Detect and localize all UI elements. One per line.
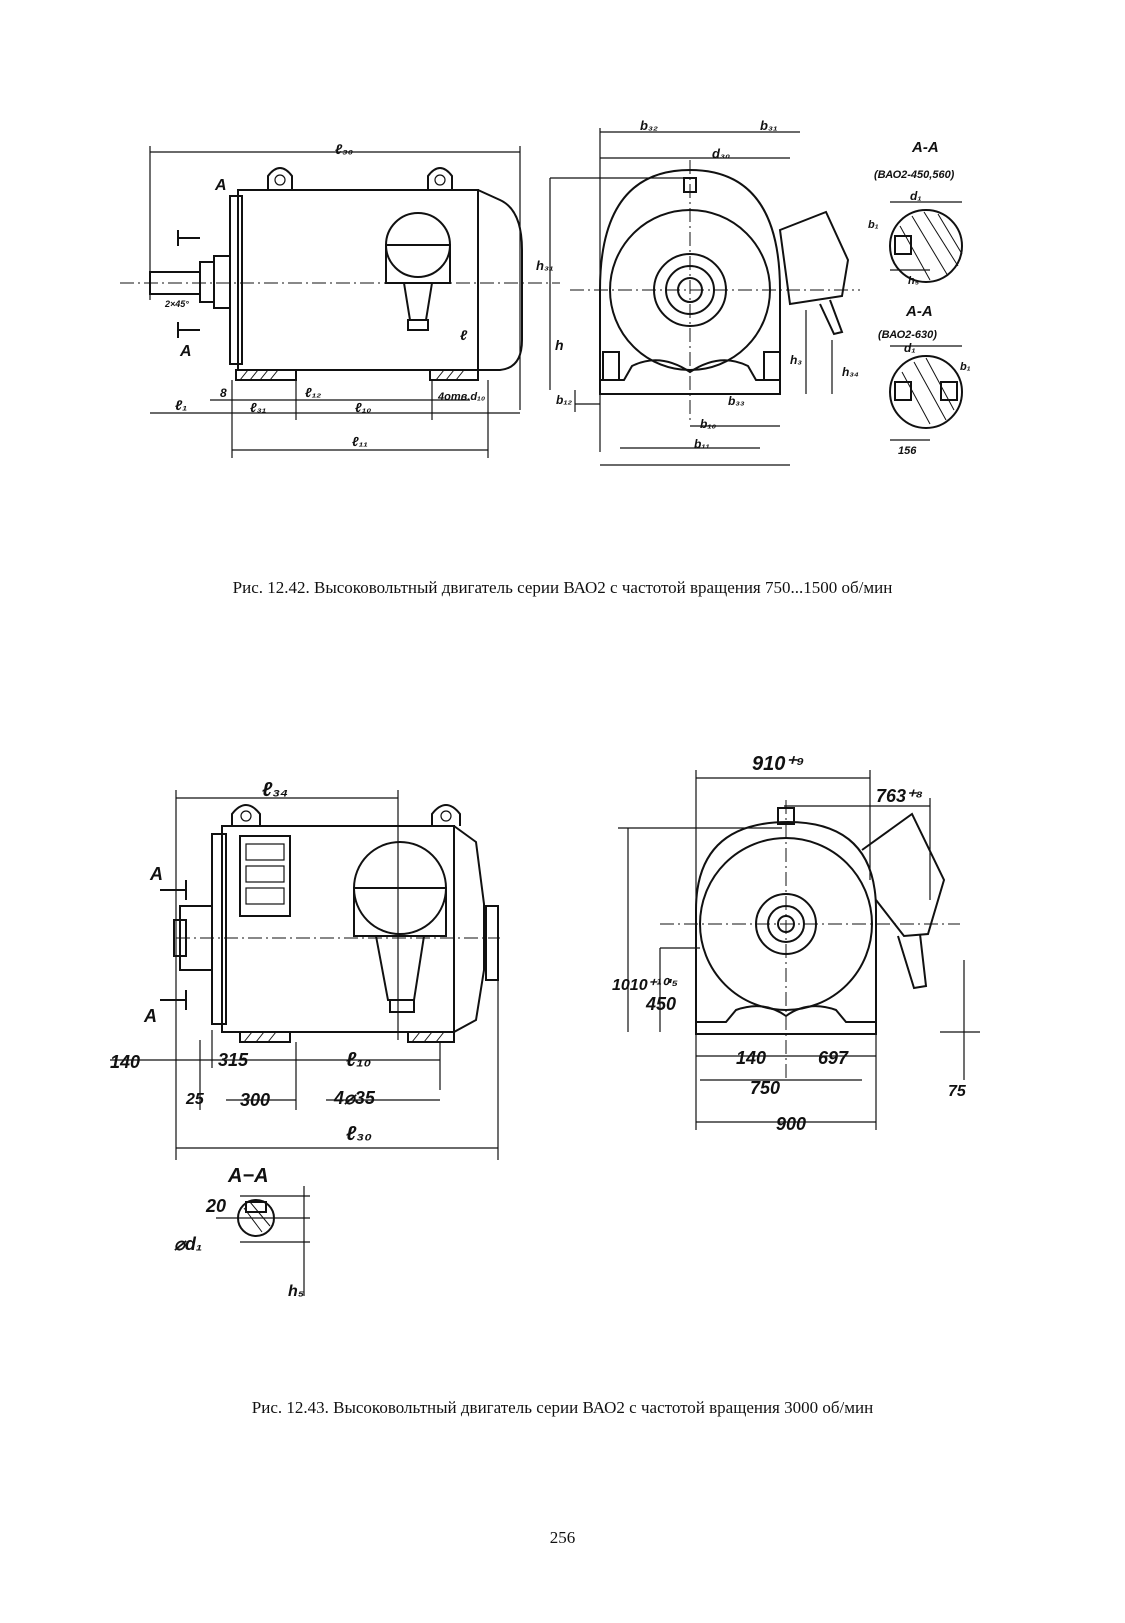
label-l11: ℓ₁₁ [352,434,368,449]
label-section-a2: А-А [905,303,933,320]
label-h5: h₅ [908,275,920,287]
figure-12-43-drawing: ℓ₃₄ А А 140 315 ℓ₁₀ 300 4⌀35 25 ℓ₃₀ 910⁺… [110,753,980,1300]
label-l12: ℓ₁₂ [305,385,321,400]
label-d1-2: ⌀d₁ [174,1234,202,1254]
label-l30: ℓ₃₀ [335,141,354,157]
figure-12-43-caption: Рис. 12.43. Высоковольтный двигатель сер… [251,1398,874,1417]
label-b12: b₁₂ [556,393,573,407]
label-dim-25: 25 [185,1091,205,1108]
label-section-a-2: А−А [227,1165,269,1187]
front-view-2 [618,770,980,1130]
label-section-a1: А-А [911,139,939,156]
section-view-2 [216,1186,310,1296]
label-l: ℓ [460,327,468,343]
label-dim-1010: 1010⁺¹⁰'⁵ [612,977,678,994]
label-l30-2: ℓ₃₀ [346,1123,372,1145]
label-dim-75: 75 [948,1083,967,1100]
label-dim-697: 697 [818,1048,849,1068]
label-dim-315: 315 [218,1050,249,1070]
label-l10: ℓ₁₀ [355,400,371,415]
label-l34: ℓ₃₄ [262,779,288,801]
label-b1-top: b₁ [868,219,879,231]
label-arrow-a-bottom: А [179,343,192,360]
front-view [549,128,860,466]
label-d1-top: d₁ [910,189,922,203]
figure-12-42-drawing: ℓ₃₀ А А 2×45° ℓ ℓ₁₂ 8 4отв.d₁₀ ℓ₁ ℓ₃₁ ℓ₁… [120,118,971,466]
label-dim-450: 450 [645,994,676,1014]
label-b32: b₃₂ [640,118,658,133]
label-b31: b₃₁ [760,118,778,133]
label-b10: b₁₀ [700,417,717,431]
label-b1-bottom: b₁ [960,361,971,373]
label-arrow-a-top-2: А [149,864,163,884]
label-l31: ℓ₃₁ [250,400,266,415]
label-holes-2: 4⌀35 [333,1088,376,1108]
label-d30: d₃₀ [712,146,730,161]
label-section-a2-note: (ВАО2-630) [878,329,937,341]
label-b33: b₃₃ [728,394,745,408]
label-l1: ℓ₁ [175,397,187,413]
section-views [889,201,963,441]
label-shaft-chamfer: 2×45° [164,299,189,309]
label-holes: 4отв.d₁₀ [437,391,485,403]
side-view-2 [110,790,500,1160]
figure-12-42-caption: Рис. 12.42. Высоковольтный двигатель сер… [232,578,893,597]
label-dim-900: 900 [776,1114,806,1134]
label-arrow-a-bottom-2: А [143,1006,157,1026]
label-section-a1-note: (ВАО2-450,560) [874,169,955,181]
label-dim-140b: 140 [736,1048,766,1068]
label-dim-910: 910⁺⁹ [752,753,804,775]
label-b11: b₁₁ [694,437,710,451]
label-h34: h₃₄ [842,365,859,379]
label-dim-140: 140 [110,1052,140,1072]
label-dim-750: 750 [750,1078,780,1098]
label-dim-300: 300 [240,1090,270,1110]
label-h: h [555,337,564,353]
label-l10-2: ℓ₁₀ [346,1049,371,1071]
label-h5-2: h₅ [288,1283,304,1300]
label-arrow-a-top: А [214,177,227,194]
label-dim-8: 8 [220,386,227,400]
label-dim-20: 20 [205,1196,226,1216]
side-view [120,146,560,458]
page-number: 256 [549,1528,576,1547]
label-dim-156: 156 [898,445,917,457]
label-h3: h₃ [790,353,802,367]
label-dim-763: 763⁺⁸ [876,786,923,806]
label-d1-bottom: d₁ [904,341,916,355]
label-h31: h₃₁ [536,258,554,273]
